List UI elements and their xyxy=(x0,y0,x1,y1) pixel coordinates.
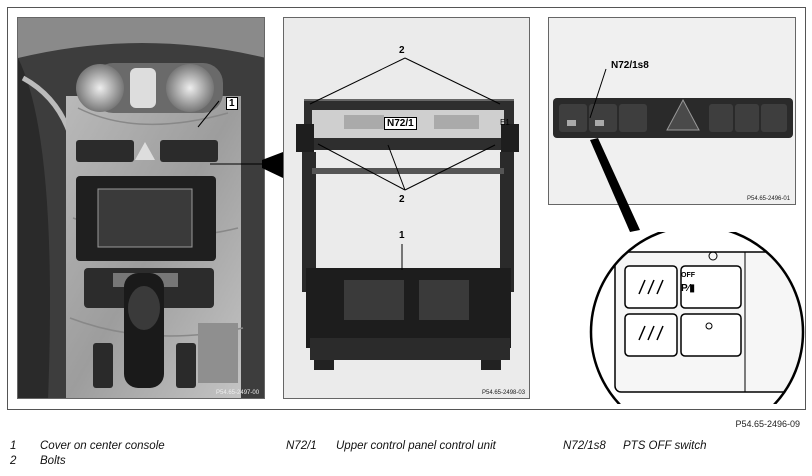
legend-text: Upper control panel control unit xyxy=(336,440,496,452)
callout-unit: N72/1 xyxy=(384,117,417,130)
switch-photo xyxy=(549,18,795,204)
legend-key: N72/1s8 xyxy=(563,440,606,452)
callout-cover-middle: 1 xyxy=(399,230,405,241)
photo-code-left: P54.65-2497-00 xyxy=(216,390,260,396)
callout-bolts-top: 2 xyxy=(399,45,405,56)
cover-photo-panel: 2 N72/1 E1 2 1 P54.65-2498-03 xyxy=(283,17,530,399)
figure-id: P54.65-2496-09 xyxy=(735,419,800,429)
console-photo xyxy=(18,18,264,398)
zoom-pts-symbol: P⁄▮ xyxy=(681,283,695,294)
zoom-detail xyxy=(589,232,805,404)
cover-photo xyxy=(284,18,529,398)
callout-cover: 1 xyxy=(226,97,238,110)
legend-row: 2 Bolts xyxy=(10,455,805,471)
callout-pts-switch: N72/1s8 xyxy=(611,60,649,71)
legend-text: PTS OFF switch xyxy=(623,440,707,452)
switch-photo-panel: N72/1s8 P54.65-2496-01 xyxy=(548,17,796,205)
legend-text: Cover on center console xyxy=(40,440,165,452)
legend-key: 1 xyxy=(10,440,17,452)
legend-key: N72/1 xyxy=(286,440,317,452)
zoom-off-label: OFF xyxy=(681,272,695,279)
legend-text: Bolts xyxy=(40,455,66,467)
legend-key: 2 xyxy=(10,455,17,467)
photo-code-right: P54.65-2496-01 xyxy=(747,196,791,202)
legend-row: 1 Cover on center console N72/1 Upper co… xyxy=(10,440,805,456)
zoom-detail-circle: OFF P⁄▮ xyxy=(585,232,809,404)
callout-bolts-bottom: 2 xyxy=(399,194,405,205)
callout-e1: E1 xyxy=(500,118,510,127)
photo-code-middle: P54.65-2498-03 xyxy=(482,390,526,396)
console-photo-panel: 1 P54.65-2497-00 xyxy=(17,17,265,399)
